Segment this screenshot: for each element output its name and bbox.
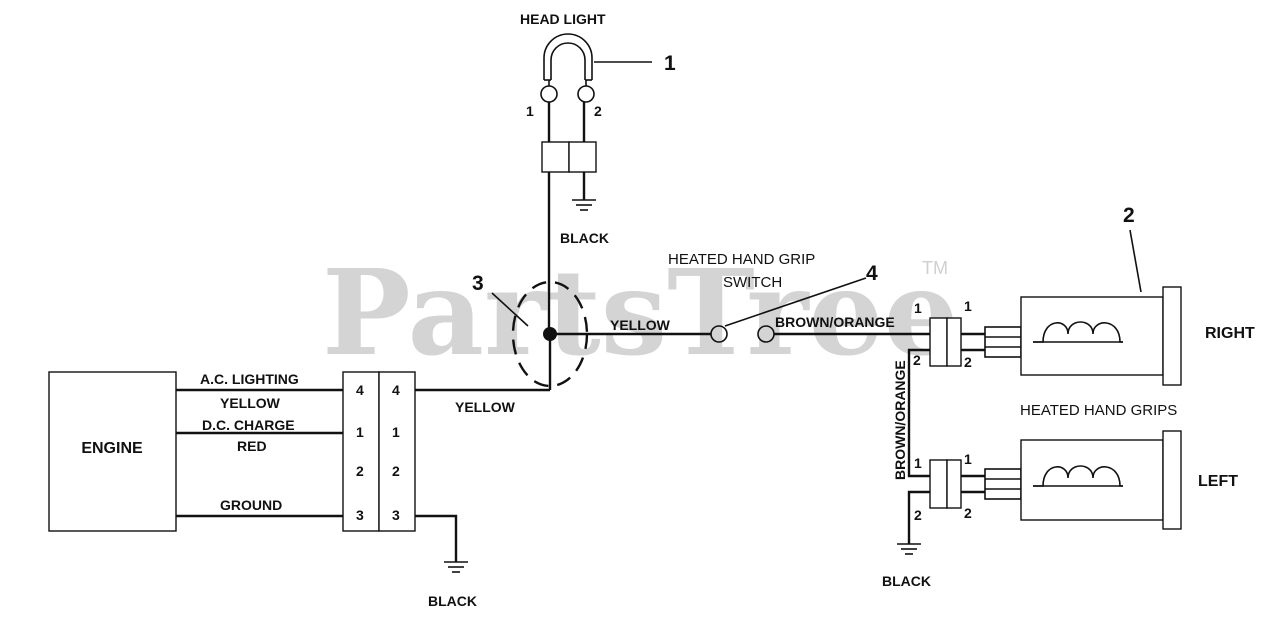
grips-title: HEATED HAND GRIPS [1020, 402, 1177, 419]
right-grip-heater-coil [1033, 321, 1123, 343]
left-pin-a1: 1 [914, 455, 922, 471]
right-grip-plug [984, 326, 1022, 358]
callout-3-leader [491, 292, 529, 327]
dc-charge-label: D.C. CHARGE [202, 417, 295, 433]
grip-ground-wire [907, 490, 930, 544]
left-grip-label: LEFT [1198, 473, 1238, 490]
brown-orange-vertical-label: BROWN/ORANGE [892, 360, 908, 480]
right-pin-a1: 1 [914, 300, 922, 316]
left-grip-plug [984, 468, 1022, 500]
headlight-ground-label: BLACK [560, 230, 609, 246]
left-grip-end [1162, 430, 1182, 530]
dc-red-label: RED [237, 438, 267, 454]
engine-ground-wire [415, 514, 458, 562]
switch-label-line1: HEATED HAND GRIP [668, 251, 815, 268]
ground-label: GROUND [220, 497, 282, 513]
brown-orange-label: BROWN/ORANGE [775, 314, 895, 330]
callout-2-leader [1129, 229, 1142, 293]
left-pin-b1: 1 [964, 451, 972, 467]
conn-right-pin-2: 1 [392, 424, 400, 440]
conn-right-pin-4: 3 [392, 507, 400, 523]
ac-lighting-label: A.C. LIGHTING [200, 371, 299, 387]
right-grip-end [1162, 286, 1182, 386]
headlight-pin2: 2 [594, 103, 602, 119]
switch-contact-left [710, 325, 728, 343]
headlight-pin1: 1 [526, 103, 534, 119]
conn-right-pin-1: 4 [392, 382, 400, 398]
left-grip-connector-a [929, 459, 948, 509]
conn-left-pin-2: 1 [356, 424, 364, 440]
grip-ground-label: BLACK [882, 573, 931, 589]
callout-3: 3 [472, 272, 484, 295]
yellow-main-label: YELLOW [455, 399, 516, 415]
brown-orange-vertical-wire [907, 348, 930, 478]
right-pin-b1: 1 [964, 298, 972, 314]
right-grip-connector-b [946, 317, 962, 367]
left-grip-connector-b [946, 459, 962, 509]
switch-label-line2: SWITCH [723, 274, 782, 291]
engine-label: ENGINE [81, 440, 143, 457]
headlight-title: HEAD LIGHT [520, 11, 606, 27]
headlight-bulb [540, 33, 595, 103]
right-pin-b2: 2 [964, 354, 972, 370]
conn-left-pin-1: 4 [356, 382, 364, 398]
left-grip-heater-coil [1033, 465, 1123, 487]
callout-1: 1 [664, 52, 676, 75]
watermark-trademark: TM [922, 258, 948, 278]
ac-yellow-label: YELLOW [220, 395, 281, 411]
engine-connector-right [378, 371, 416, 532]
engine-box [48, 371, 177, 532]
headlight-connector-left [541, 141, 570, 173]
left-pin-b2: 2 [964, 505, 972, 521]
engine-ground-label: BLACK [428, 593, 477, 609]
callout-4: 4 [866, 262, 878, 285]
right-grip-body [1020, 296, 1164, 376]
headlight-ground-icon [572, 199, 596, 211]
switch-blade [724, 277, 867, 327]
right-grip-label: RIGHT [1205, 325, 1255, 342]
right-grip-connector-a [929, 317, 948, 367]
grip-ground-icon [897, 543, 921, 555]
right-pin-a2: 2 [913, 352, 921, 368]
watermark: PartsTree [322, 243, 959, 382]
left-grip-body [1020, 439, 1164, 521]
callout-2: 2 [1123, 204, 1135, 227]
left-pin-a2: 2 [914, 507, 922, 523]
conn-left-pin-4: 3 [356, 507, 364, 523]
conn-left-pin-3: 2 [356, 463, 364, 479]
headlight-connector-right [568, 141, 597, 173]
yellow-switch-label: YELLOW [610, 317, 671, 333]
conn-right-pin-3: 2 [392, 463, 400, 479]
engine-ground-icon [444, 561, 468, 573]
